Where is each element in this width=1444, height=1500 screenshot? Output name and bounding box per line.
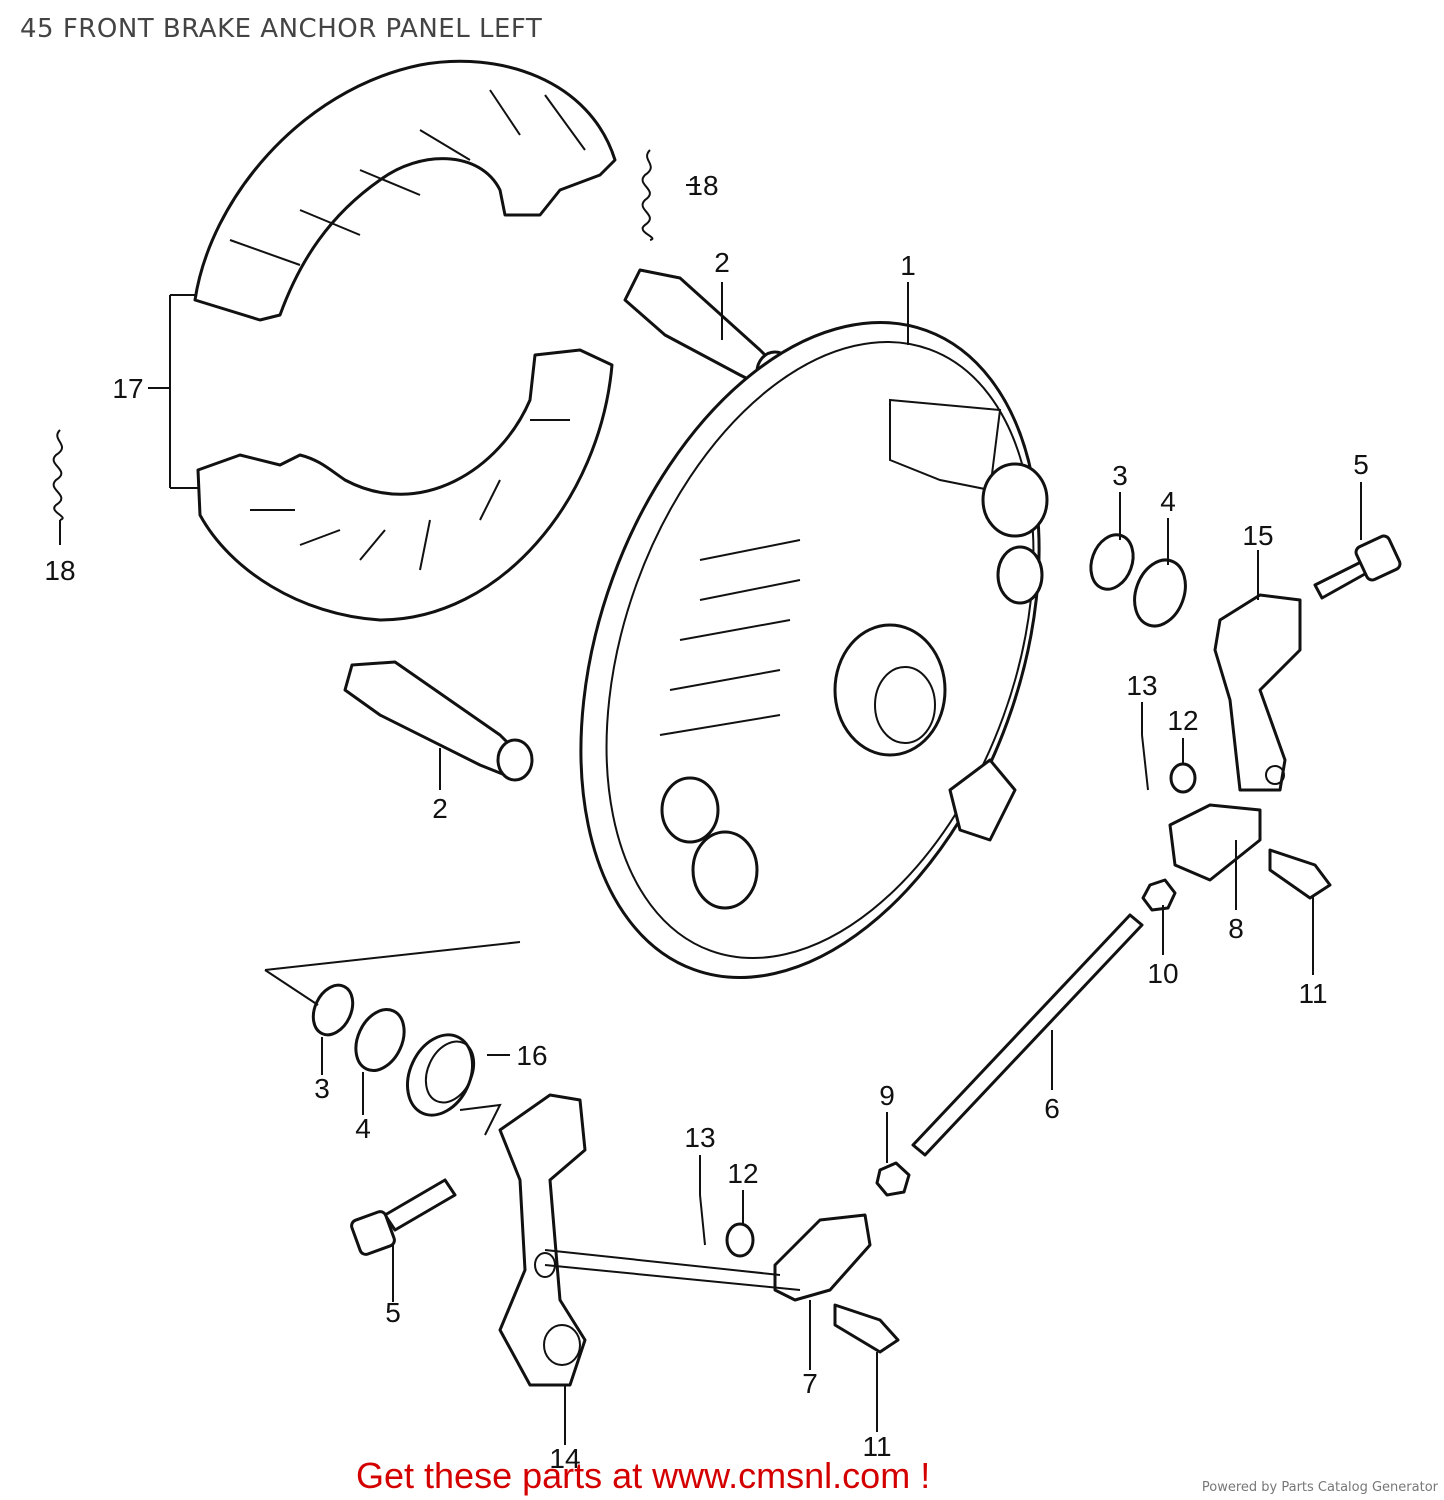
cotter-pin-lower[interactable]	[699, 1194, 706, 1246]
callout-1: 1	[900, 250, 916, 281]
washer-small-right[interactable]	[1169, 762, 1197, 794]
o-ring-upper[interactable]	[1084, 529, 1141, 595]
callout-5-upper: 5	[1353, 449, 1369, 480]
callout-18-lower: 18	[44, 555, 75, 586]
nut-upper[interactable]	[1141, 878, 1177, 912]
callout-2-lower: 2	[432, 793, 448, 824]
page-title: 45 FRONT BRAKE ANCHOR PANEL LEFT	[20, 14, 543, 44]
cotter-pin-right[interactable]	[1141, 734, 1149, 791]
callout-11-lower: 11	[862, 1431, 891, 1462]
callout-15: 15	[1242, 520, 1273, 551]
joint-pin-lower[interactable]	[833, 1303, 900, 1354]
nut-lower[interactable]	[875, 1161, 911, 1197]
brake-shoe-lower[interactable]	[196, 348, 614, 622]
callout-5-lower: 5	[385, 1297, 401, 1328]
callout-8: 8	[1228, 913, 1244, 944]
callout-12-lower: 12	[727, 1158, 758, 1189]
callout-13-right: 13	[1126, 670, 1157, 701]
spring-left[interactable]	[52, 429, 64, 521]
callout-10: 10	[1147, 958, 1178, 989]
brake-arm-upper[interactable]	[1213, 593, 1302, 792]
callout-16: 16	[516, 1040, 547, 1071]
footer-cta-link[interactable]: Get these parts at www.cmsnl.com !	[356, 1455, 931, 1496]
callout-14: 14	[549, 1443, 580, 1474]
callout-7: 7	[802, 1368, 818, 1399]
joint-pin-right[interactable]	[1268, 848, 1332, 900]
cam-shaft-lower[interactable]	[343, 660, 534, 782]
washer-upper[interactable]	[1126, 553, 1194, 633]
rod-joint-lower[interactable]	[773, 1213, 872, 1302]
callout-18-upper: 18	[687, 170, 718, 201]
washer-lower[interactable]	[347, 1002, 414, 1079]
o-ring-lower[interactable]	[306, 979, 361, 1041]
leader-lines	[59, 184, 1362, 1445]
callout-2-upper: 2	[714, 247, 730, 278]
callout-4-upper: 4	[1160, 486, 1176, 517]
callout-11-right: 11	[1298, 978, 1327, 1009]
brake-shoe-upper[interactable]	[193, 59, 617, 322]
callout-6: 6	[1044, 1093, 1060, 1124]
brake-panel[interactable]	[496, 259, 1123, 1042]
brake-arm-lower[interactable]	[498, 1093, 587, 1387]
brake-rod[interactable]	[911, 913, 1144, 1157]
spring-upper[interactable]	[641, 149, 654, 241]
return-spring[interactable]	[395, 1024, 502, 1136]
footer-credit: Powered by Parts Catalog Generator	[1201, 1480, 1438, 1495]
callout-3-lower: 3	[314, 1073, 330, 1104]
rod-joint-upper[interactable]	[1168, 803, 1262, 882]
bolt-upper[interactable]	[1313, 534, 1402, 600]
bolt-lower[interactable]	[350, 1178, 457, 1256]
callout-4-lower: 4	[355, 1113, 371, 1144]
callout-3-upper: 3	[1112, 460, 1128, 491]
callout-9: 9	[879, 1080, 895, 1111]
callout-13-lower: 13	[684, 1122, 715, 1153]
washer-small-lower[interactable]	[725, 1222, 755, 1258]
callout-12-right: 12	[1167, 705, 1198, 736]
callout-17: 17	[112, 373, 143, 404]
